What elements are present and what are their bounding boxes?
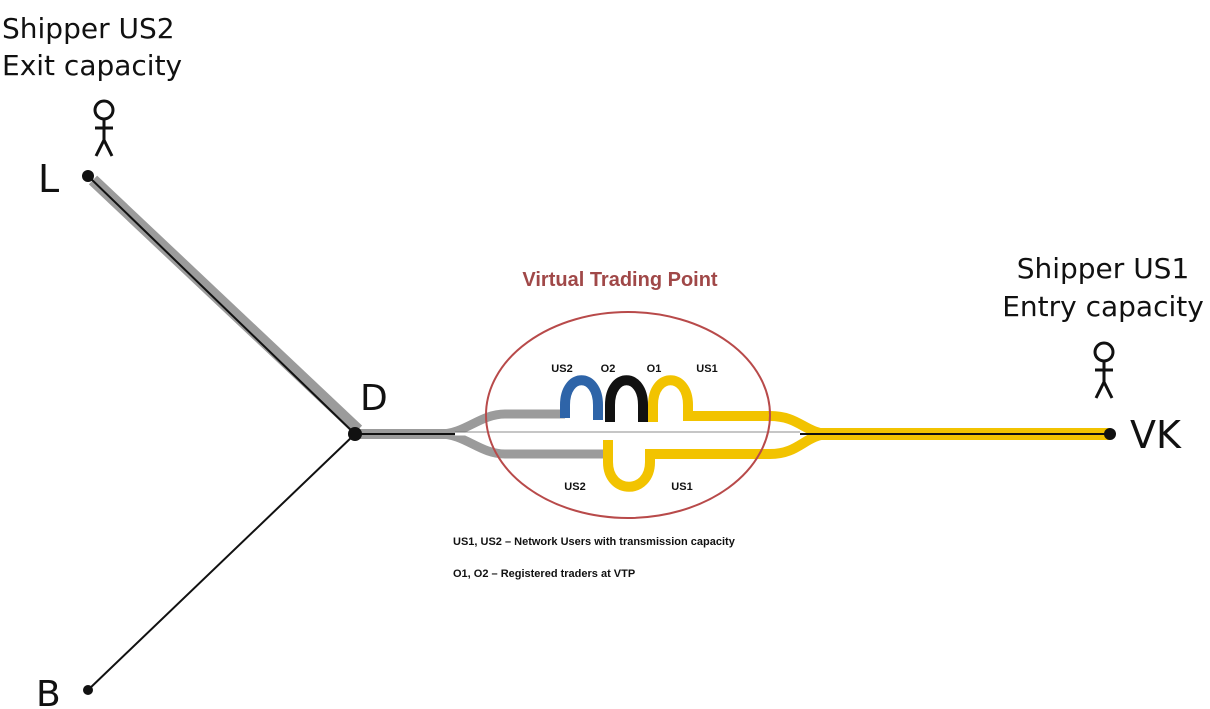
vtp-label-us1-top: US1 (696, 363, 717, 375)
vtp-label-us2-top: US2 (551, 363, 572, 375)
node-label-l: L (38, 157, 59, 201)
pipe-lower-branch (439, 429, 608, 459)
person-icon-us2 (93, 99, 115, 157)
node-dot-d (348, 427, 362, 441)
shipper-us2-line2: Exit capacity (2, 49, 182, 82)
vtp-label-o1: O1 (647, 363, 662, 375)
pipe-upper-branch (439, 409, 565, 439)
vtp-label-us2-bottom: US2 (564, 481, 585, 493)
node-label-b: B (36, 674, 61, 709)
legend-line1: US1, US2 – Network Users with transmissi… (453, 536, 736, 548)
loop-lower-yellow (603, 429, 831, 492)
node-dot-b (83, 685, 93, 695)
node-dot-vk (1104, 428, 1116, 440)
pipe-l-d-black (87, 175, 356, 435)
shipper-us1-line2: Entry capacity (1002, 290, 1204, 323)
pipe-l-d-gray (88, 175, 363, 435)
person-icon-us1 (1093, 341, 1115, 399)
loop-o2-black (605, 375, 648, 422)
node-label-vk: VK (1130, 413, 1182, 457)
shipper-us1-line1: Shipper US1 (1017, 252, 1190, 285)
loop-o1-yellow (648, 375, 831, 439)
vtp-label-us1-bottom: US1 (671, 481, 692, 493)
pipe-d-b (87, 433, 356, 691)
vtp-label-o2: O2 (601, 363, 616, 375)
loop-us2-blue (560, 375, 603, 420)
legend-line2: O1, O2 – Registered traders at VTP (453, 568, 635, 580)
vtp-circle (485, 311, 771, 519)
node-dot-l (82, 170, 94, 182)
shipper-us2-line1: Shipper US2 (2, 12, 175, 45)
node-label-d: D (360, 378, 388, 419)
vtp-title: Virtual Trading Point (522, 269, 718, 291)
